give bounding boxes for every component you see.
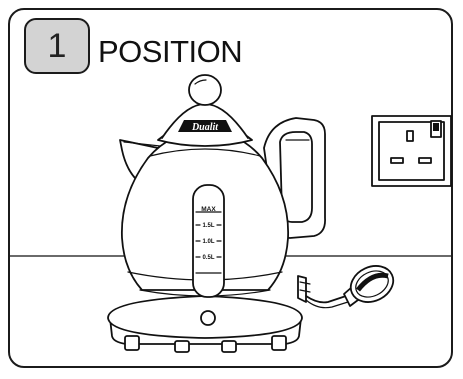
gauge-mark-1: 1.5L — [202, 223, 214, 229]
wall-socket-icon — [371, 115, 452, 187]
gauge-mark-2: 1.0L — [202, 239, 214, 245]
gauge-mark-3: 0.5L — [202, 255, 214, 261]
power-button-icon — [200, 310, 216, 326]
kettle-illustration: Dualit MAX 1.5L 1.0L 0.5L — [119, 74, 326, 326]
power-plug-icon — [297, 265, 395, 309]
gauge-max-label: MAX — [201, 206, 216, 213]
step-number-badge: 1 — [24, 18, 90, 74]
brand-label: Dualit — [191, 122, 219, 133]
step-title: POSITION — [98, 34, 243, 69]
step-number: 1 — [47, 27, 67, 65]
